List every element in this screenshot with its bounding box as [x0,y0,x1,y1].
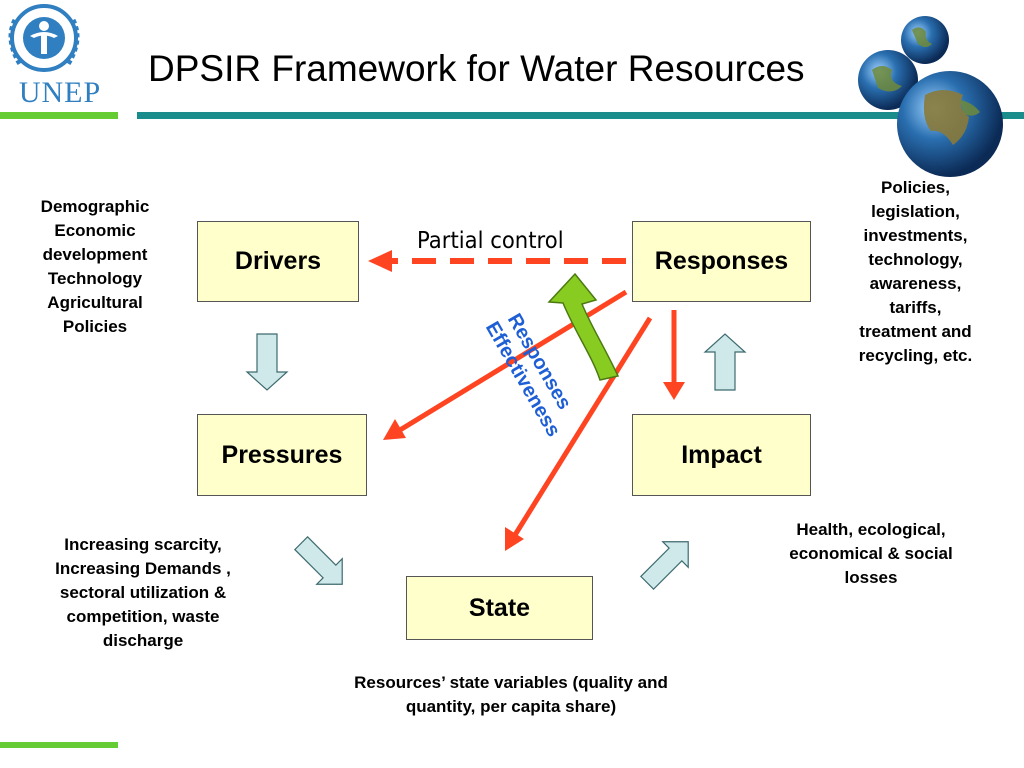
responses-note-line: technology, [868,250,963,269]
header-green-bar [0,112,118,119]
drivers-note-line: Economic [54,221,136,240]
pressures-note-line: Increasing scarcity, [64,535,222,554]
impact-label: Impact [681,440,762,469]
header-teal-line [137,112,1024,119]
footer-green-bar [0,742,118,748]
state-label: State [468,593,531,622]
partial-control-label: Partial control [417,228,564,254]
responses-to-impact-arrow [663,310,685,400]
impact-to-responses-arrow [703,333,747,391]
responses-effectiveness-arrow [547,272,620,381]
impact-note: Health, ecological, economical & social … [760,518,982,590]
pressures-note-line: sectoral utilization & [59,583,227,602]
unep-laurel-globe-icon [8,4,80,72]
impact-note-line: economical & social [789,544,953,563]
pressures-box: Pressures [197,414,367,496]
drivers-label: Drivers [234,247,322,275]
state-note-line: quantity, per capita share) [405,697,617,716]
responses-to-pressures-arrow [383,289,628,440]
drivers-box: Drivers [197,221,359,302]
impact-note-line: Health, ecological, [796,520,946,539]
responses-box: Responses [632,221,811,302]
drivers-note-line: Demographic [40,197,150,216]
partial-control-arrow [368,250,626,272]
responses-label: Responses [654,247,789,275]
pressures-note-line: discharge [102,631,184,650]
state-to-impact-arrow [639,541,689,591]
drivers-note-line: Technology [47,269,143,288]
page-title: DPSIR Framework for Water Resources [148,48,805,89]
state-box: State [406,576,593,640]
state-note-line: Resources’ state variables (quality and [354,673,668,692]
pressures-note-line: competition, waste [66,607,220,626]
responses-note-line: legislation, [871,202,960,221]
drivers-to-pressures-arrow [245,333,289,391]
drivers-note-line: Agricultural [47,293,143,312]
earth-globes-icon [858,16,1003,177]
drivers-note-line: Policies [62,317,128,336]
responses-note-line: tariffs, [889,298,942,317]
pressures-note: Increasing scarcity, Increasing Demands … [30,533,256,653]
responses-note-line: treatment and [859,322,972,341]
drivers-note-line: development [42,245,148,264]
logo-wordmark: UNEP [18,76,102,109]
impact-note-line: losses [844,568,898,587]
pressures-to-state-arrow [293,535,343,585]
responses-note-line: Policies, [881,178,950,197]
responses-note-line: investments, [863,226,968,245]
drivers-note: Demographic Economic development Technol… [20,195,170,339]
responses-note: Policies, legislation, investments, tech… [838,176,993,368]
impact-box: Impact [632,414,811,496]
responses-note-line: awareness, [869,274,962,293]
responses-to-state-arrow [505,316,653,551]
state-note: Resources’ state variables (quality and … [300,671,722,719]
pressures-label: Pressures [221,440,343,469]
responses-note-line: recycling, etc. [858,346,973,365]
pressures-note-line: Increasing Demands , [55,559,231,578]
